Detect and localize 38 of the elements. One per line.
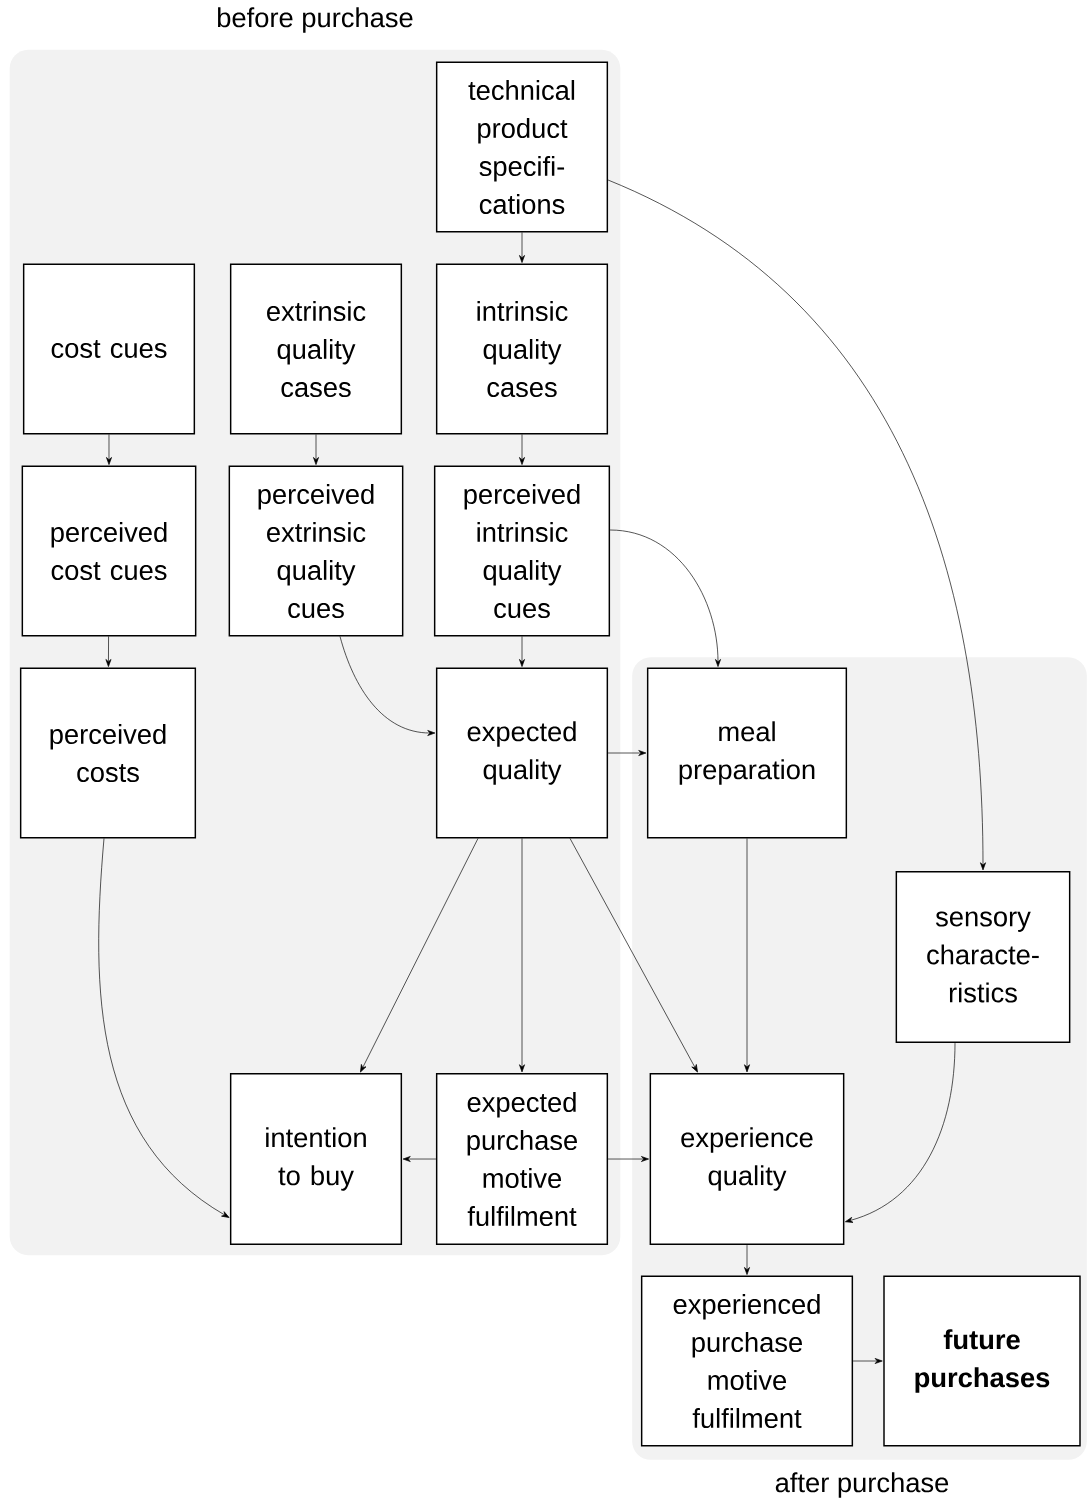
arrow [519, 636, 525, 667]
arrow [607, 179, 986, 871]
process-box: intrinsic quality cases [435, 263, 609, 435]
process-box: perceived intrinsic quality cues [433, 465, 611, 637]
process-box: future purchases [883, 1275, 1081, 1447]
node-label: after purchase [775, 1472, 949, 1498]
arrow [845, 1042, 956, 1223]
process-box: intention to buy [229, 1072, 403, 1246]
arrow [569, 838, 698, 1073]
arrow [105, 636, 112, 667]
process-box: sensory characte-ristics [895, 870, 1071, 1044]
process-box: technical product specifi-cations [435, 61, 609, 233]
arrow [744, 838, 750, 1073]
arrow [519, 838, 525, 1073]
arrow [607, 1156, 649, 1162]
process-box: experienced purchase motive fulfilment [640, 1275, 854, 1447]
process-box: perceived extrinsic quality cues [228, 465, 404, 637]
arrow [313, 434, 319, 465]
process-box: cost cues [22, 263, 196, 435]
arrow [519, 232, 525, 263]
arrow [609, 529, 721, 667]
process-box: experience quality [649, 1072, 845, 1246]
process-box: extrinsic quality cases [229, 263, 403, 435]
arrow [98, 838, 230, 1218]
arrow [744, 1244, 750, 1275]
process-box: expected quality [435, 667, 609, 839]
process-box: perceived costs [19, 667, 197, 839]
arrow [360, 838, 479, 1073]
arrow [852, 1358, 883, 1364]
arrow [402, 1156, 437, 1162]
arrow [519, 434, 525, 465]
arrow [607, 750, 647, 756]
node-label: before purchase [217, 7, 413, 33]
arrow [339, 636, 436, 736]
process-box: expected purchase motive fulfilment [435, 1072, 609, 1246]
process-box: perceived cost cues [21, 465, 197, 637]
process-box: meal preparation [646, 667, 848, 839]
arrow [106, 434, 112, 465]
